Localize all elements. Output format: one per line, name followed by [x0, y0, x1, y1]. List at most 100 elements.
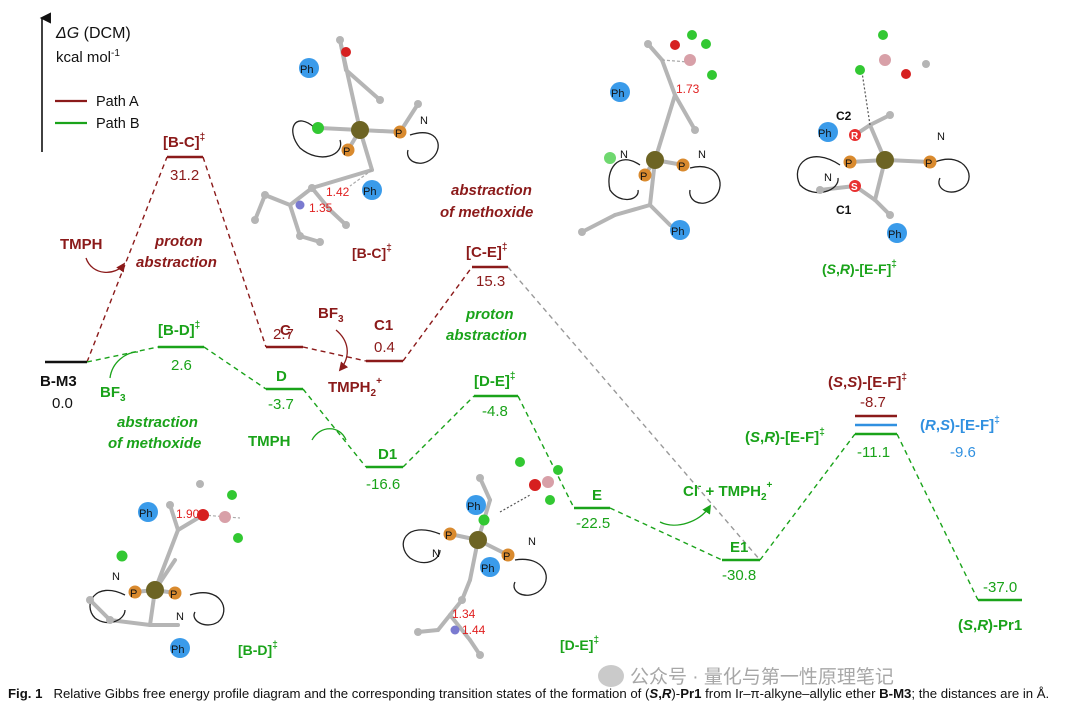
state-labels: B-M3 0.0 [B-C]‡ 31.2 C 2.7 C1 0.4 [C-E]‡…: [40, 132, 1022, 634]
bc-caption: [B-C]‡: [352, 243, 392, 261]
annotation-abstraction-methoxide-b-1: abstraction: [117, 414, 198, 431]
annotation-tmph-b: TMPH: [248, 433, 291, 450]
annotations: TMPH proton abstraction BF3 TMPH2+ abstr…: [60, 182, 773, 526]
legend: Path A Path B: [55, 94, 140, 132]
bd-n-2: N: [176, 611, 184, 623]
ce-d1: 1.73: [676, 82, 700, 96]
annotation-proton-abstraction-a-1: proton: [154, 233, 202, 250]
bc-n: N: [420, 115, 428, 127]
de-n-1: N: [432, 548, 440, 560]
sref-s: S: [851, 182, 858, 193]
caption-fig: Fig. 1: [8, 686, 43, 701]
label-bc: [B-C]‡: [163, 132, 205, 151]
sref-ph-1: Ph: [818, 128, 831, 140]
annotation-proton-abstraction-b-2: abstraction: [446, 327, 527, 344]
annotation-cl-tmph2: Cl- + TMPH2+: [683, 480, 773, 503]
annotation-abstraction-methoxide-b-2: of methoxide: [108, 435, 201, 452]
de-d1: 1.34: [452, 607, 476, 621]
structure-de: Ph Ph P P N N 1.34 1.44 [D-E]‡: [402, 457, 599, 659]
de-d2: 1.44: [462, 623, 486, 637]
label-ssef: (S,S)-[E-F]‡: [828, 372, 907, 391]
bc-p-1: P: [343, 146, 350, 158]
caption-text-4: ; the distances are in Å.: [911, 686, 1050, 701]
bd-n-1: N: [112, 571, 120, 583]
figure-caption: Fig. 1 Relative Gibbs free energy profil…: [8, 684, 1072, 703]
value-bd: 2.6: [171, 357, 192, 374]
label-e1: E1: [730, 539, 748, 556]
caption-text-3: from Ir–π-alkyne–allylic ether: [701, 686, 876, 701]
ce-ph-2: Ph: [671, 226, 684, 238]
value-rsef: -9.6: [950, 444, 976, 461]
annotation-abstraction-methoxide-a-2: of methoxide: [440, 204, 533, 221]
de-caption: [D-E]‡: [560, 635, 599, 653]
energy-diagram: ΔG (DCM) kcal mol-1 Path A Path B: [39, 12, 1022, 659]
bd-p-1: P: [130, 588, 137, 600]
bc-p-2: P: [395, 128, 402, 140]
annotation-tmph-a: TMPH: [60, 236, 103, 253]
value-e: -22.5: [576, 515, 610, 532]
value-bm3: 0.0: [52, 395, 73, 412]
axis-label: ΔG (DCM): [55, 25, 131, 42]
label-sref: (S,R)-[E-F]‡: [745, 427, 825, 446]
annotation-proton-abstraction-a-2: abstraction: [136, 254, 217, 271]
ce-ph-1: Ph: [611, 88, 624, 100]
value-sref: -11.1: [857, 444, 890, 461]
bd-caption: [B-D]‡: [238, 640, 278, 658]
bd-ph-1: Ph: [139, 508, 152, 520]
bd-p-2: P: [170, 589, 177, 601]
label-pr1: (S,R)-Pr1: [958, 617, 1022, 634]
watermark-text: 公众号 · 量化与第一性原理笔记: [630, 667, 894, 688]
label-bd: [B-D]‡: [158, 320, 200, 339]
value-de: -4.8: [482, 403, 508, 420]
wechat-icon: [598, 664, 624, 687]
bc-d1: 1.42: [326, 185, 350, 199]
value-e1: -30.8: [722, 567, 756, 584]
value-c1: 0.4: [374, 339, 395, 356]
axis-unit: kcal mol-1: [56, 48, 120, 66]
ce-p-2: P: [678, 161, 685, 173]
sref-n-1: N: [937, 131, 945, 143]
caption-i1: S: [649, 686, 659, 701]
label-e: E: [592, 487, 602, 504]
caption-i2: R: [661, 686, 672, 701]
value-c: 2.7: [273, 326, 294, 343]
watermark: 公众号 · 量化与第一性原理笔记: [598, 662, 894, 689]
value-ce: 15.3: [476, 273, 505, 290]
caption-text-2: )-: [671, 686, 681, 701]
sref-r: R: [851, 131, 859, 142]
label-d1: D1: [378, 446, 397, 463]
bc-ph-1: Ph: [300, 64, 313, 76]
label-rsef: (R,S)-[E-F]‡: [920, 415, 1000, 434]
caption-text-1: Relative Gibbs free energy profile diagr…: [53, 686, 650, 701]
value-ssef: -8.7: [860, 394, 886, 411]
bc-d2: 1.35: [309, 201, 333, 215]
de-n-2: N: [528, 536, 536, 548]
ce-n-2: N: [698, 149, 706, 161]
sref-p-1: P: [845, 158, 852, 170]
caption-pr1: Pr1: [680, 686, 702, 701]
bd-ph-2: Ph: [171, 644, 184, 656]
label-de: [D-E]‡: [474, 371, 515, 390]
ce-n-1: N: [620, 149, 628, 161]
sref-c2: C2: [836, 109, 852, 123]
annotation-bf3-b: BF3: [100, 384, 126, 404]
sref-n-2: N: [824, 172, 832, 184]
y-axis: ΔG (DCM) kcal mol-1: [39, 12, 131, 152]
label-c: C: [280, 322, 291, 339]
de-ph-2: Ph: [481, 563, 494, 575]
value-d1: -16.6: [366, 476, 400, 493]
sref-p-2: P: [925, 158, 932, 170]
de-ph-1: Ph: [467, 501, 480, 513]
annotation-tmph2-a: TMPH2+: [328, 376, 382, 399]
connectors: [86, 156, 979, 601]
value-bc: 31.2: [170, 167, 199, 184]
sref-ph-2: Ph: [888, 229, 901, 241]
label-c1: C1: [374, 317, 393, 334]
structure-sref: Ph Ph P P N N R S C2 C1 (S,R)-[E-F]‡: [796, 30, 970, 277]
bd-d1: 1.90: [176, 507, 200, 521]
value-pr1: -37.0: [983, 579, 1017, 596]
caption-bm3: B-M3: [879, 686, 912, 701]
label-d: D: [276, 368, 287, 385]
sref-c1: C1: [836, 203, 852, 217]
caption-mid: ,: [658, 686, 662, 701]
